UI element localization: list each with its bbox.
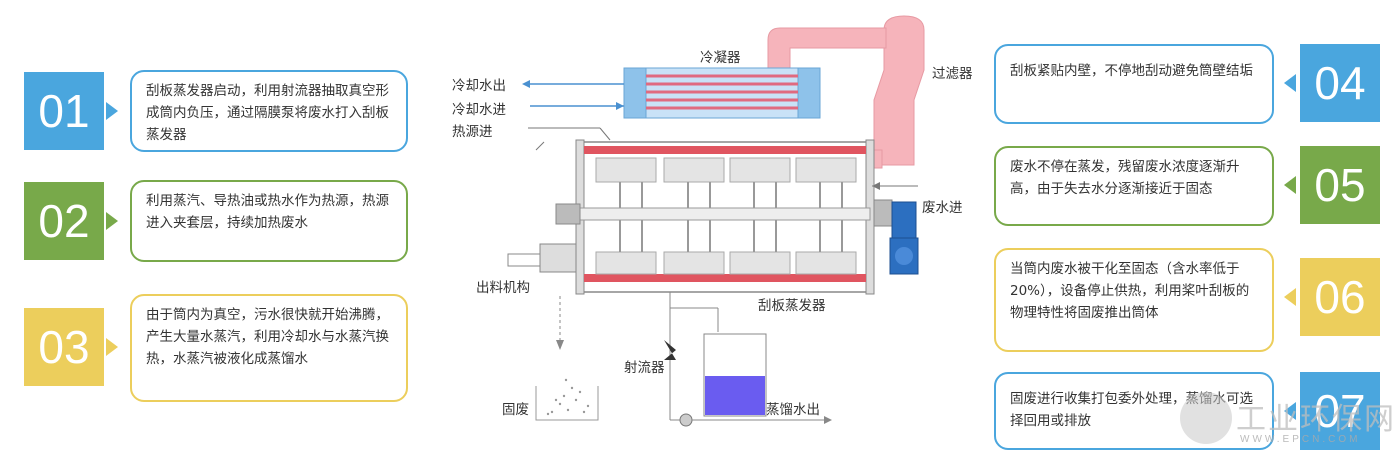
cooling-out-label: 冷却水出 — [452, 78, 506, 94]
step-text-02: 利用蒸汽、导热油或热水作为热源，热源进入夹套层，持续加热废水 — [130, 180, 408, 262]
step-number-04: 04 — [1300, 44, 1380, 122]
motor — [889, 201, 919, 275]
evaporator-label: 刮板蒸发器 — [758, 298, 826, 314]
ejector-valve — [664, 340, 676, 360]
step-text-04: 刮板紧贴内壁，不停地刮动避免筒壁结垢 — [994, 44, 1274, 124]
step-number-05: 05 — [1300, 146, 1380, 224]
filter-vessel — [873, 15, 925, 166]
ejector-label: 射流器 — [624, 360, 665, 376]
step-text-06: 当筒内废水被干化至固态（含水率低于20%），设备停止供热，利用桨叶刮板的物理特性… — [994, 248, 1274, 352]
step-number-07: 07 — [1300, 372, 1380, 450]
discharge-mechanism — [539, 243, 577, 273]
discharge-label: 出料机构 — [476, 280, 530, 296]
step-number-03: 03 — [24, 308, 104, 386]
step-number-06: 06 — [1300, 258, 1380, 336]
pump — [679, 413, 693, 427]
step-text-03: 由于筒内为真空，污水很快就开始沸腾，产生大量水蒸汽，利用冷却水与水蒸汽换热，水蒸… — [130, 294, 408, 402]
vapor-pipe — [767, 27, 887, 71]
watermark-logo-icon — [1180, 392, 1232, 444]
condenser-label: 冷凝器 — [700, 50, 741, 66]
watermark-text: 工业环保网 — [1236, 403, 1396, 436]
step-number-01: 01 — [24, 72, 104, 150]
step-text-01: 刮板蒸发器启动，利用射流器抽取真空形成筒内负压，通过隔膜泵将废水打入刮板蒸发器 — [130, 70, 408, 152]
filter-label: 过滤器 — [932, 66, 973, 82]
arrow-left-icon — [1284, 176, 1296, 194]
step-text-07: 固废进行收集打包委外处理，蒸馏水可选择回用或排放 — [994, 372, 1274, 450]
waste-in-label: 废水进 — [922, 200, 963, 216]
step-text-05: 废水不停在蒸发，残留废水浓度逐渐升高，由于失去水分逐渐接近于固态 — [994, 146, 1274, 226]
jacket-top — [584, 146, 866, 154]
arrow-right-icon — [106, 212, 118, 230]
watermark-url: WWW.EPCN.COM — [1240, 434, 1361, 445]
arrow-left-icon — [1284, 288, 1296, 306]
arrow-right-icon — [106, 338, 118, 356]
jacket-bottom — [584, 274, 866, 282]
heat-in-label: 热源进 — [452, 124, 493, 140]
solid-waste-label: 固废 — [502, 402, 529, 418]
arrow-left-icon — [1284, 74, 1296, 92]
distilled-out-label: 蒸馏水出 — [766, 402, 820, 418]
cooling-in-label: 冷却水进 — [452, 102, 506, 118]
shaft — [579, 207, 871, 221]
arrow-left-icon — [1284, 402, 1296, 420]
step-number-02: 02 — [24, 182, 104, 260]
solid-waste-bin — [535, 386, 599, 421]
arrow-right-icon — [106, 102, 118, 120]
